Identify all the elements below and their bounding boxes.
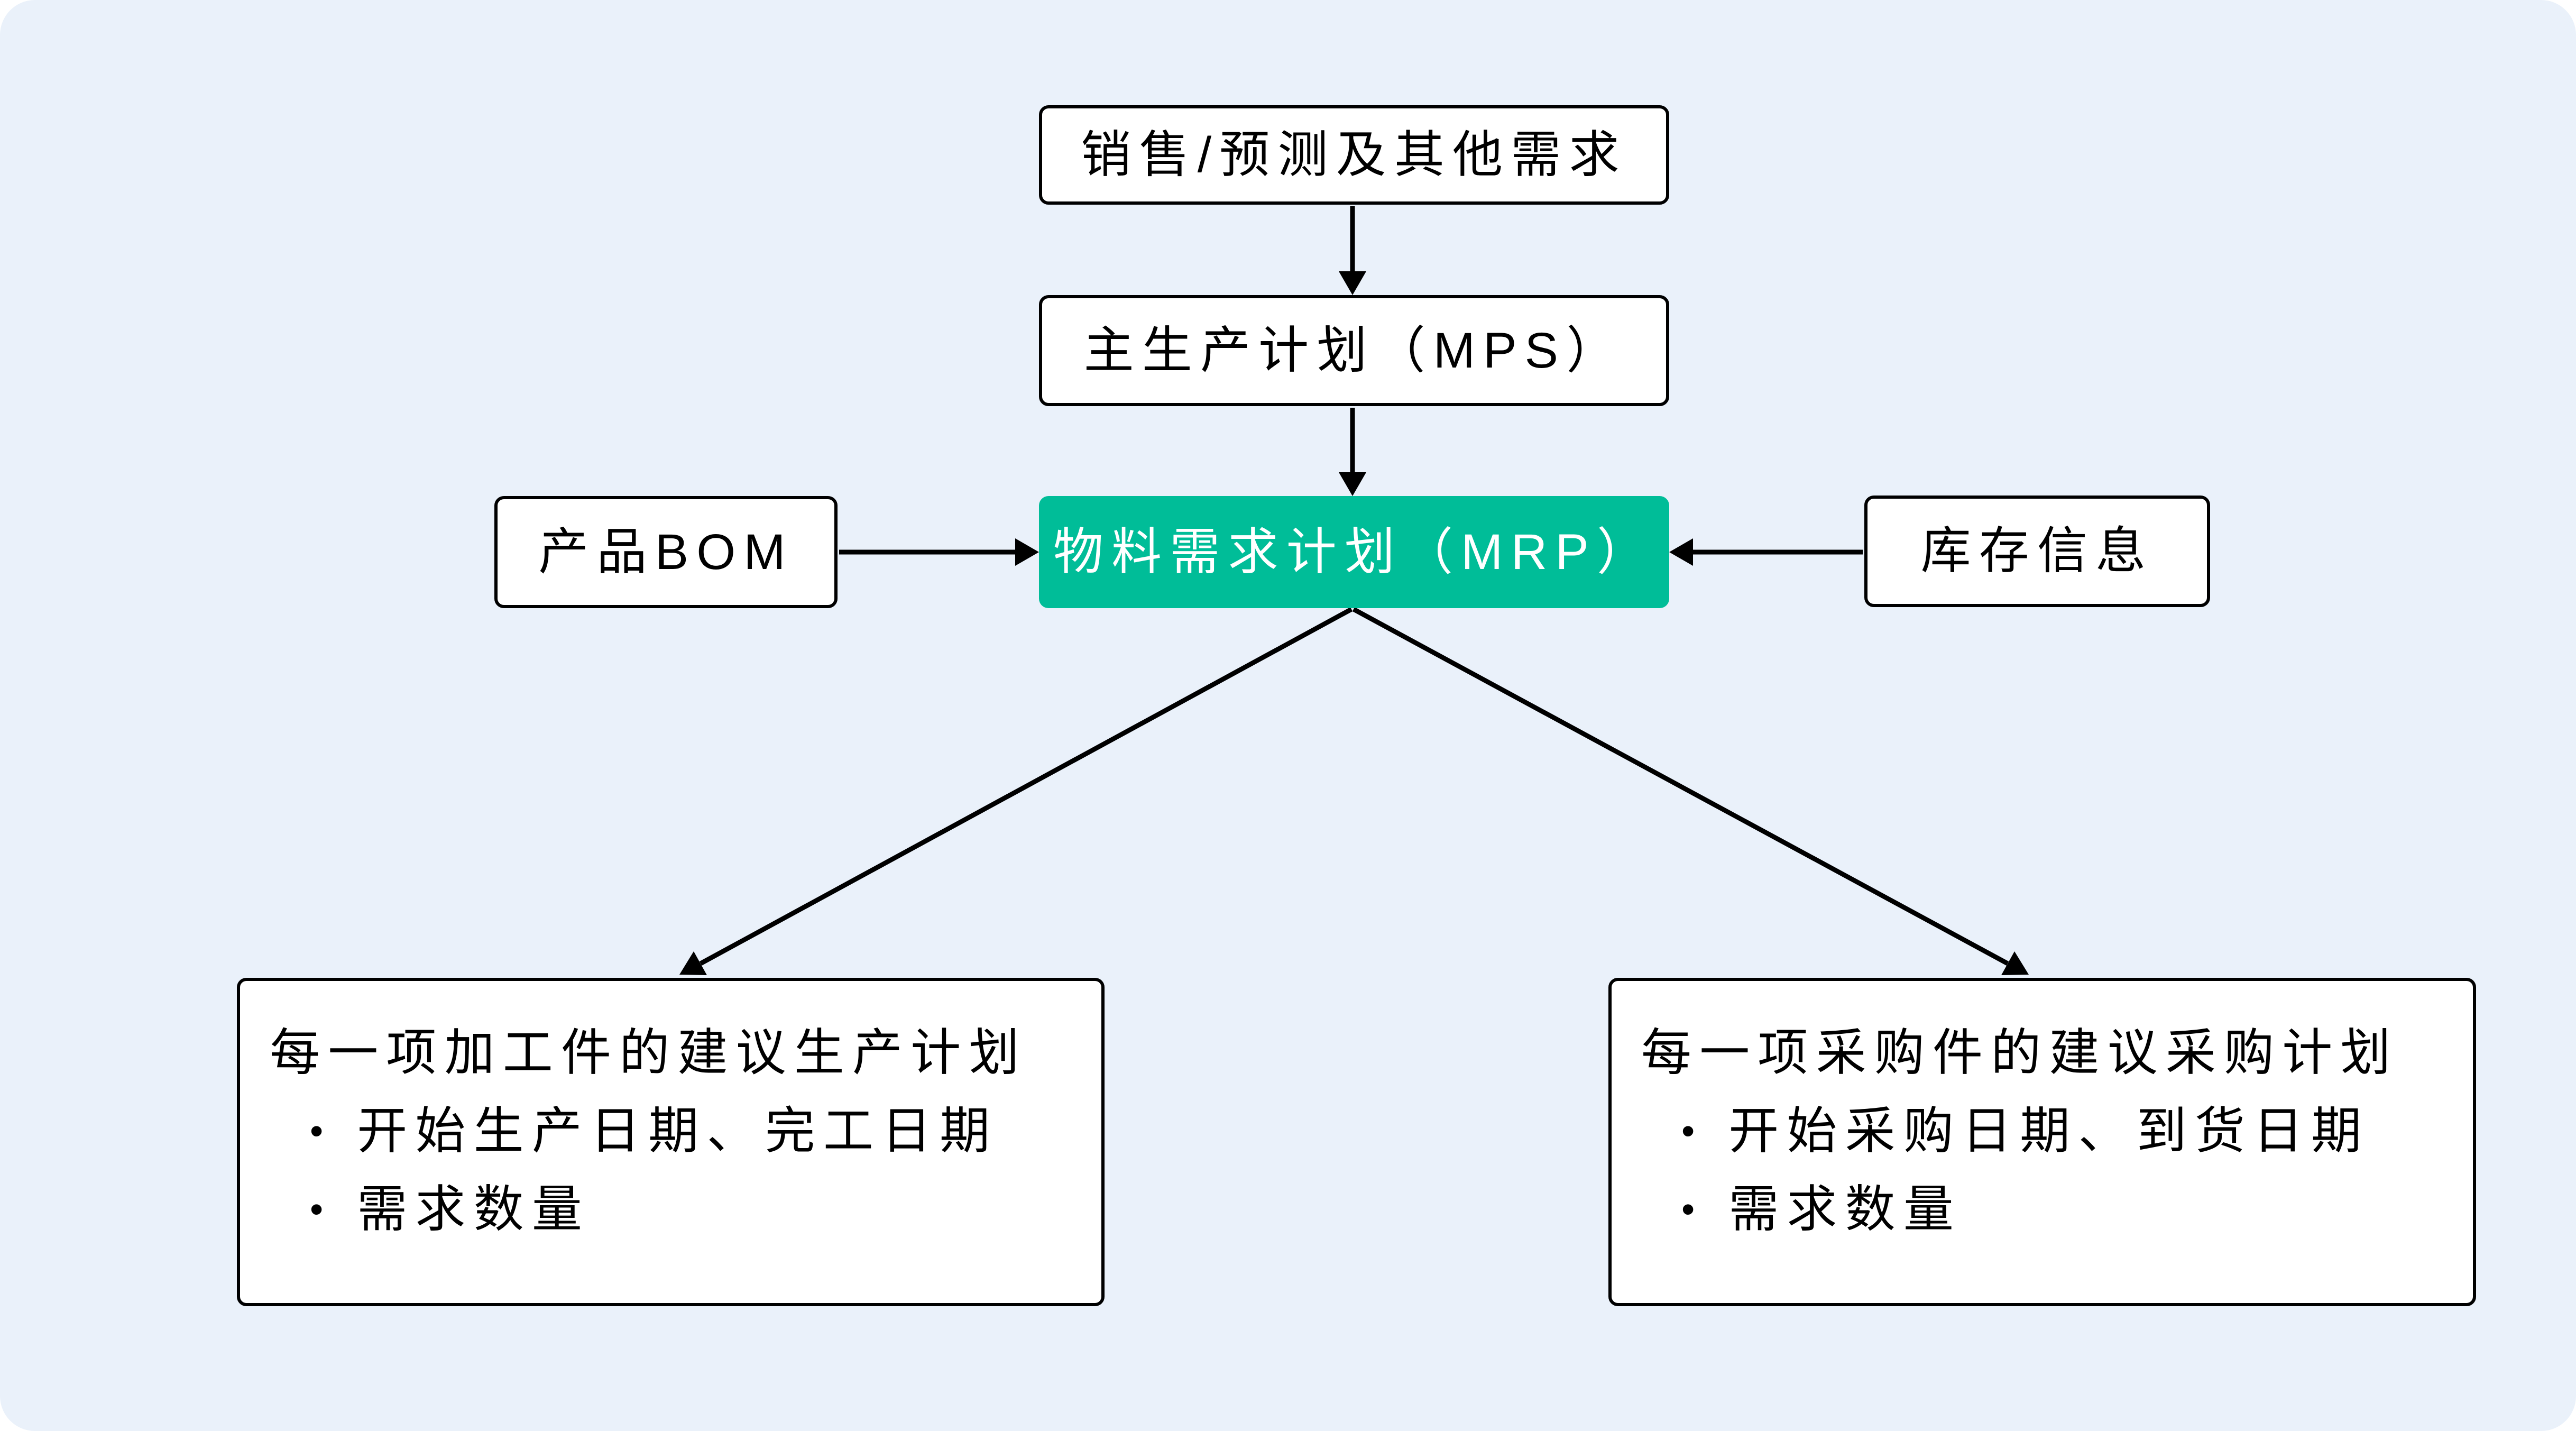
node-product-bom-label: 产品BOM (538, 524, 794, 580)
node-inventory-info: 库存信息 (1864, 496, 2210, 607)
bullet-icon: • (310, 1188, 324, 1231)
arrow-mrp-to-purchase (1352, 607, 2029, 975)
arrow-mps-to-mrp (1339, 408, 1366, 496)
node-mrp-label: 物料需求计划（MRP） (1053, 524, 1655, 580)
production-plan-title: 每一项加工件的建议生产计划 (270, 1025, 1027, 1081)
node-sales-forecast-label: 销售/预测及其他需求 (1081, 126, 1627, 183)
node-sales-forecast: 销售/预测及其他需求 (1039, 105, 1669, 205)
production-plan-bullet-2: • 需求数量 (270, 1170, 1080, 1249)
arrow-bom-to-mrp (839, 538, 1039, 566)
arrow-sales-to-mps (1339, 206, 1366, 295)
node-purchase-plan: 每一项采购件的建议采购计划 • 开始采购日期、到货日期 • 需求数量 (1608, 978, 2476, 1306)
purchase-plan-bullet-2-text: 需求数量 (1728, 1181, 1962, 1237)
node-product-bom: 产品BOM (494, 496, 838, 608)
purchase-plan-bullet-2: • 需求数量 (1641, 1170, 2452, 1249)
node-inventory-info-label: 库存信息 (1920, 523, 2154, 579)
arrow-mrp-to-production (679, 607, 1353, 975)
production-plan-bullet-1-text: 开始生产日期、完工日期 (357, 1103, 998, 1159)
arrow-inventory-to-mrp (1669, 538, 1863, 566)
node-mps-label: 主生产计划（MPS） (1083, 322, 1625, 379)
bullet-icon: • (310, 1110, 324, 1152)
purchase-plan-bullet-1-text: 开始采购日期、到货日期 (1728, 1103, 2370, 1159)
purchase-plan-bullet-1: • 开始采购日期、到货日期 (1641, 1092, 2452, 1170)
purchase-plan-title: 每一项采购件的建议采购计划 (1641, 1025, 2399, 1081)
production-plan-bullet-2-text: 需求数量 (357, 1181, 591, 1237)
node-mrp: 物料需求计划（MRP） (1039, 496, 1669, 608)
bullet-icon: • (1681, 1110, 1695, 1152)
node-mps: 主生产计划（MPS） (1039, 295, 1669, 406)
bullet-icon: • (1681, 1188, 1695, 1231)
production-plan-bullet-1: • 开始生产日期、完工日期 (270, 1092, 1080, 1170)
node-production-plan: 每一项加工件的建议生产计划 • 开始生产日期、完工日期 • 需求数量 (237, 978, 1105, 1306)
